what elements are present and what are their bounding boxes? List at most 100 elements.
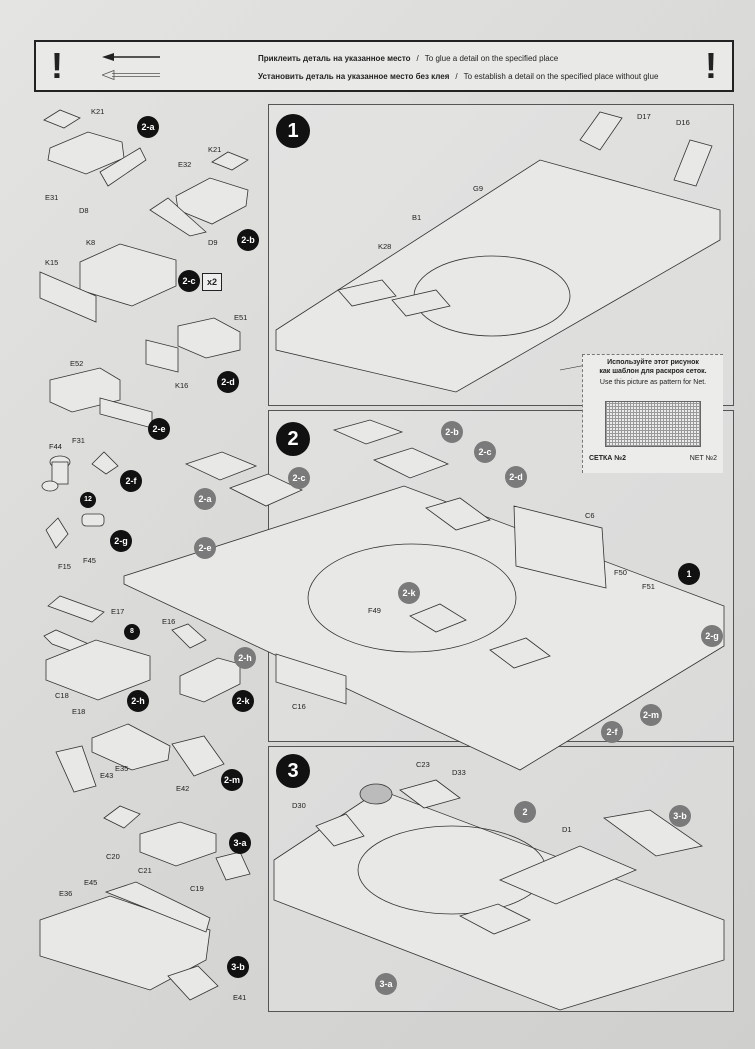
subassembly-2m-drawing (55, 723, 225, 793)
part-D9: D9 (208, 238, 218, 247)
net-note-line1: Используйте этот рисунок (607, 359, 699, 366)
subassembly-2g-drawing (45, 513, 105, 549)
part-C19: C19 (190, 884, 204, 893)
ref-2c-step2a: 2-c (474, 441, 496, 463)
legend-noglue-ru: Установить деталь на указанное место без… (258, 72, 450, 81)
part-E16: E16 (162, 617, 176, 626)
badge-2h: 2-h (127, 690, 149, 712)
part-D1: D1 (562, 825, 572, 834)
ref-3a-step3: 3-a (375, 973, 397, 995)
net-pattern-note: Используйте этот рисунок как шаблон для … (582, 354, 723, 473)
subassembly-2a-drawing (43, 109, 147, 187)
net-label-ru: СЕТКА №2 (589, 455, 626, 462)
part-K21a: K21 (91, 107, 105, 116)
ref-2m-step2: 2-m (640, 704, 662, 726)
step-1-number: 1 (276, 114, 310, 148)
legend-glue-en: To glue a detail on the specified place (424, 54, 559, 63)
solid-arrow-icon (102, 53, 160, 61)
net-label-en: NET №2 (689, 455, 717, 462)
step-3-hull-drawing (273, 779, 725, 1011)
part-F51: F51 (642, 582, 655, 591)
ref-2h-step2: 2-h (234, 647, 256, 669)
part-E52: E52 (70, 359, 84, 368)
net-note-en: Use this picture as pattern for Net. (599, 379, 707, 386)
part-F49: F49 (368, 606, 381, 615)
legend-noglue-row: Установить деталь на указанное место без… (102, 67, 692, 87)
glue-legend: ! Приклеить деталь на указанное место/To… (34, 40, 734, 92)
part-C18: C18 (55, 691, 69, 700)
badge-2k: 2-k (232, 690, 254, 712)
ref-2b-step2: 2-b (441, 421, 463, 443)
part-K16: K16 (175, 381, 189, 390)
part-D30: D30 (292, 801, 306, 810)
subassembly-2e-drawing (49, 367, 153, 429)
subassembly-2k-drawing (171, 623, 241, 703)
legend-noglue-en: To establish a detail on the specified p… (463, 72, 659, 81)
part-E31: E31 (45, 193, 59, 202)
ref-1-step2: 1 (678, 563, 700, 585)
subassembly-3b-drawing (39, 881, 219, 1001)
ref-8-star: 8 (124, 624, 140, 640)
outline-arrow-icon (102, 69, 160, 81)
ref-2f-step2: 2-f (601, 721, 623, 743)
part-K15: K15 (45, 258, 59, 267)
badge-2f: 2-f (120, 470, 142, 492)
part-E42: E42 (176, 784, 190, 793)
ref-3b-step3: 3-b (669, 805, 691, 827)
part-E45: E45 (84, 878, 98, 887)
part-D8: D8 (79, 206, 89, 215)
ref-2k-step2: 2-k (398, 582, 420, 604)
badge-3b: 3-b (227, 956, 249, 978)
badge-3a: 3-a (229, 832, 251, 854)
part-F50: F50 (614, 568, 627, 577)
subassembly-2f-drawing (41, 451, 119, 492)
multiplier-x2: x2 (202, 273, 222, 291)
part-D33: D33 (452, 768, 466, 777)
part-D16: D16 (676, 118, 690, 127)
net-pattern-grid (605, 401, 701, 447)
badge-2a: 2-a (137, 116, 159, 138)
part-K8: K8 (86, 238, 96, 247)
part-C20: C20 (106, 852, 120, 861)
ref-2d-step2: 2-d (505, 466, 527, 488)
subassembly-3a-drawing (103, 805, 251, 881)
part-K21b: K21 (208, 145, 222, 154)
subassembly-2d-drawing (145, 317, 241, 373)
part-E51: E51 (234, 313, 248, 322)
net-note-line2: как шаблон для раскроя сеток. (599, 368, 707, 375)
badge-2e: 2-e (148, 418, 170, 440)
part-E17: E17 (111, 607, 125, 616)
step-2-hull-drawing (123, 419, 725, 771)
part-E43: E43 (100, 771, 114, 780)
part-C21: C21 (138, 866, 152, 875)
part-E36: E36 (59, 889, 73, 898)
part-E32: E32 (178, 160, 192, 169)
part-K28: K28 (378, 242, 392, 251)
ref-2e-step2: 2-e (194, 537, 216, 559)
part-F31: F31 (72, 436, 85, 445)
badge-2g: 2-g (110, 530, 132, 552)
subassembly-2b-drawing (149, 151, 249, 237)
part-F44: F44 (49, 442, 62, 451)
badge-2b: 2-b (237, 229, 259, 251)
part-E18: E18 (72, 707, 86, 716)
legend-glue-ru: Приклеить деталь на указанное место (258, 54, 411, 63)
warning-left-icon: ! (51, 45, 63, 86)
part-C16: C16 (292, 702, 306, 711)
subassembly-2h-drawing (43, 595, 151, 701)
badge-2m: 2-m (221, 769, 243, 791)
badge-2c: 2-c (178, 270, 200, 292)
part-F45: F45 (83, 556, 96, 565)
ref-2-step3: 2 (514, 801, 536, 823)
part-C23: C23 (416, 760, 430, 769)
part-B1: B1 (412, 213, 422, 222)
ref-2c-step2b: 2-c (288, 467, 310, 489)
warning-right-icon: ! (705, 45, 717, 86)
part-C6: C6 (585, 511, 595, 520)
step-2-number: 2 (276, 422, 310, 456)
step-1-hull-drawing (275, 111, 721, 393)
part-G9: G9 (473, 184, 484, 193)
part-E35: E35 (115, 764, 129, 773)
